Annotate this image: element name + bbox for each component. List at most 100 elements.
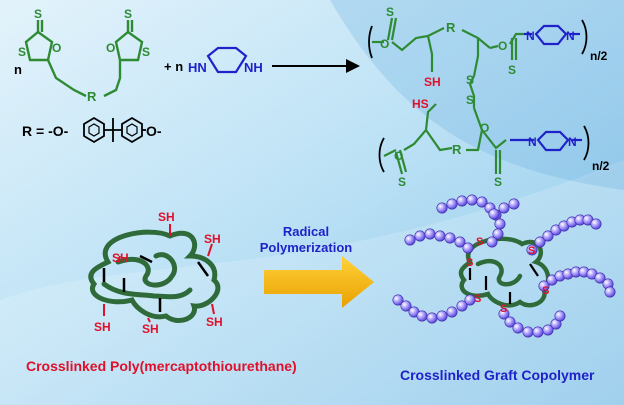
graft-bead-38 [604,286,616,298]
product-disulfide-s-2: S [466,93,474,107]
graft-bead-40 [400,300,412,312]
graft-bead-7 [494,218,506,230]
monomer-coefficient: n [14,62,22,77]
product-n-3: N [528,135,537,149]
graft-bead-45 [446,306,458,318]
graft-bead-21 [534,236,546,248]
graft-bead-39 [392,294,404,306]
graft-bead-43 [426,312,438,324]
network-sh-1: SH [158,210,175,224]
graft-bead-14 [414,230,426,242]
product-sh-1: SH [424,75,441,89]
graft-bead-2 [456,195,468,207]
product-thione-s-3: S [398,175,406,189]
graft-bead-42 [416,310,428,322]
thione-sulfur-right: S [124,7,132,21]
graft-bead-36 [594,272,606,284]
graft-bead-52 [532,326,544,338]
thione-sulfur-left: S [34,7,42,21]
graft-bead-16 [434,230,446,242]
r-definition: R = -O- O- [22,116,162,144]
graft-bead-11 [498,202,510,214]
piperazine-nh: NH [244,60,263,75]
r-definition-label: R = -O- [22,123,69,139]
product-r-1: R [446,20,456,35]
product-hs-1: HS [412,97,429,111]
network-sh-4: SH [94,320,111,334]
graft-bead-47 [464,294,476,306]
graft-bead-20 [526,244,538,256]
r-definition-end: O- [146,123,162,139]
graft-s-6: S [500,303,507,315]
left-caption: Crosslinked Poly(mercaptothiourethane) [26,358,297,374]
product-n-2: N [566,29,575,43]
product-o-1: O [380,37,389,51]
product-n2-1: n/2 [590,49,608,63]
polymerization-arrow [264,256,374,308]
graft-bead-0 [436,202,448,214]
piperazine-hn: HN [188,60,207,75]
bis-dithiocarbonate-monomer [24,20,144,98]
graft-bead-13 [404,234,416,246]
graft-bead-51 [522,326,534,338]
product-o-2: O [498,39,507,53]
graft-bead-3 [466,194,478,206]
product-r-2: R [452,142,462,157]
graft-bead-55 [554,310,566,322]
graft-bead-53 [542,324,554,336]
crosslinked-network [88,224,221,323]
product-structure: S O R O S N N n/2 SH S S HS O S R O S N … [368,5,610,189]
arrow-label-line1: Radical [283,224,329,239]
right-caption: Crosslinked Graft Copolymer [400,367,595,383]
graft-bead-10 [488,208,500,220]
ring-sulfur-right: S [142,45,150,59]
network-sh-3: SH [112,251,129,265]
product-n-4: N [568,135,577,149]
product-disulfide-s-1: S [466,73,474,87]
graft-bead-49 [504,316,516,328]
graft-s-4: S [542,285,549,297]
graft-bead-48 [498,308,510,320]
product-o-4: O [480,121,489,135]
graft-bead-50 [512,322,524,334]
graft-bead-19 [462,242,474,254]
network-sh-5: SH [142,322,159,336]
arrow-label-line2: Polymerization [260,240,353,255]
graft-bead-44 [436,310,448,322]
graft-bead-46 [456,300,468,312]
graft-bead-4 [476,196,488,208]
amine-coefficient: + n [164,59,183,74]
product-n-1: N [526,29,535,43]
graft-bead-22 [542,230,554,242]
graft-bead-8 [492,228,504,240]
product-n2-2: n/2 [592,159,610,173]
piperazine [206,46,248,74]
graft-bead-29 [538,280,550,292]
graft-bead-12 [508,198,520,210]
graft-s-3: S [466,257,473,269]
network-sh-2: SH [204,232,221,246]
product-thione-s-1: S [386,5,394,19]
graft-copolymer [392,194,616,338]
graft-s-5: S [474,293,481,305]
product-thione-s-2: S [508,63,516,77]
ring-oxygen-right: O [106,41,115,55]
product-o-3: O [394,149,403,163]
network-sh-6: SH [206,315,223,329]
graft-s-2: S [528,245,535,257]
graft-s-1: S [476,236,483,248]
graft-bead-9 [486,236,498,248]
graft-bead-28 [590,218,602,230]
product-thione-s-4: S [494,175,502,189]
linker-r: R [87,89,97,104]
graft-bead-17 [444,232,456,244]
ring-sulfur-left: S [18,45,26,59]
graft-bead-18 [454,236,466,248]
graft-bead-15 [424,228,436,240]
ring-oxygen-left: O [52,41,61,55]
graft-bead-1 [446,198,458,210]
reaction-arrow [272,59,360,73]
